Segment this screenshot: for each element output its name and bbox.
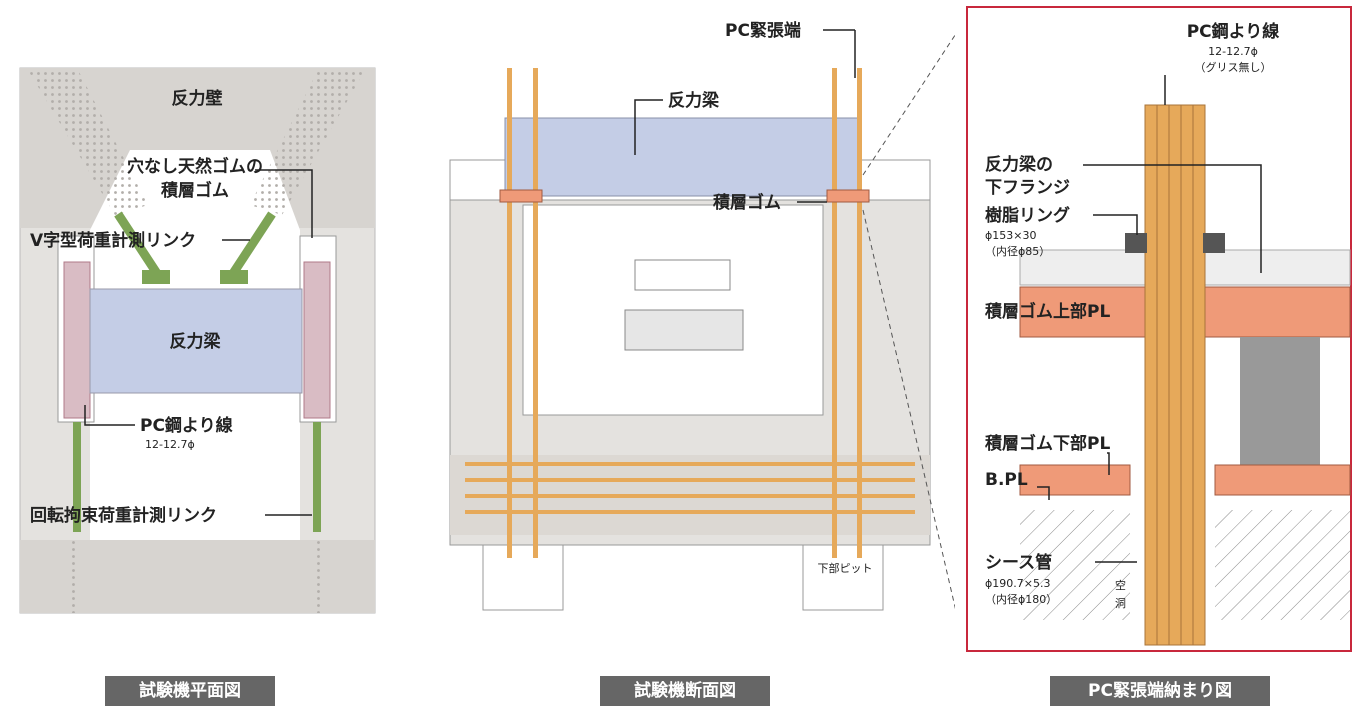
pit-right [802, 544, 884, 611]
detail-connector-bottom [862, 209, 955, 610]
leader-rubber [255, 169, 313, 238]
label-sheath: シース管 [985, 552, 1052, 573]
label-pit: 下部ピット [818, 561, 873, 575]
resin-ring-left [1125, 233, 1147, 253]
concrete-left [1020, 510, 1130, 620]
leader-flange [1083, 164, 1262, 273]
section-beam [504, 117, 861, 197]
rubber-right [826, 189, 870, 203]
rubber-pads-right [303, 261, 331, 419]
detail-connector-top [862, 34, 955, 176]
label-lower-pl: 積層ゴム下部PL [985, 433, 1110, 454]
section-drawing: PC緊張端 反力梁 積層ゴム 下部ピット [449, 20, 955, 611]
detail-drawing: PC鋼より線 12-12.7ϕ （グリス無し） 反力梁の 下フランジ 樹脂リング… [966, 6, 1352, 652]
pit-left [482, 544, 564, 611]
rot-link-left [73, 422, 81, 532]
v-link-left [114, 211, 162, 278]
h-strand-1 [465, 462, 915, 466]
label-detail-strand-spec: 12-12.7ϕ [1208, 45, 1258, 58]
label-ring-spec: ϕ153×30 [985, 229, 1036, 242]
lower-pl-left [1019, 464, 1131, 496]
v-link-right [228, 211, 276, 278]
strand-2 [533, 68, 538, 558]
label-ring-inner: （内径ϕ85） [985, 244, 1050, 258]
v-link-base-left [142, 270, 170, 284]
label-v-link: V字型荷重計測リンク [30, 230, 196, 251]
lower-pl-right [1214, 464, 1351, 496]
h-strand-3 [465, 494, 915, 498]
v-link-base-right [220, 270, 248, 284]
caption-detail: PC緊張端納まり図 [1050, 676, 1270, 706]
caption-plan: 試験機平面図 [105, 676, 275, 706]
label-rot-link: 回転拘束荷重計測リンク [30, 505, 217, 526]
label-upper-pl: 積層ゴム上部PL [985, 301, 1110, 322]
detail-view: PC鋼より線 12-12.7ϕ （グリス無し） 反力梁の 下フランジ 樹脂リング… [965, 5, 1353, 653]
plan-beam [89, 288, 303, 394]
plan-view: 反力壁 穴なし天然ゴムの 積層ゴム V字型荷重計測リンク 反力梁 PC鋼より線 … [0, 0, 400, 660]
h-strand-4 [465, 510, 915, 514]
rubber-pads-left [63, 261, 91, 419]
strand-4 [857, 68, 862, 558]
label-flange-line2: 下フランジ [985, 178, 1070, 198]
brace-right [250, 70, 365, 215]
label-section-beam: 反力梁 [668, 90, 720, 111]
label-void-1: 空 [1115, 578, 1126, 592]
leader-ring [1093, 214, 1138, 235]
leader-section-beam [634, 99, 663, 155]
leader-strand [84, 405, 135, 426]
h-strand-2 [465, 478, 915, 482]
rot-link-right [313, 422, 321, 532]
label-flange-line1: 反力梁の [985, 154, 1053, 175]
label-plan-strand-spec: 12-12.7ϕ [145, 438, 195, 451]
brace-left [28, 70, 148, 215]
label-sheath-spec: ϕ190.7×5.3 [985, 577, 1050, 590]
section-view: PC緊張端 反力梁 積層ゴム 下部ピット [435, 0, 955, 660]
resin-ring-right [1203, 233, 1225, 253]
loading-block [624, 309, 744, 351]
label-bpl: B.PL [985, 470, 1028, 490]
label-void-2: 洞 [1115, 597, 1126, 610]
leader-lower-pl [1107, 452, 1110, 475]
caption-section: 試験機断面図 [600, 676, 770, 706]
label-sheath-inner: （内径ϕ180） [985, 592, 1057, 606]
label-rubber-line1: 穴なし天然ゴムの [127, 156, 263, 177]
concrete-right [1215, 510, 1350, 620]
bottom-base [20, 540, 375, 613]
rubber-body [1240, 337, 1320, 465]
strand-3 [832, 68, 837, 558]
label-plan-strand: PC鋼より線 [140, 415, 233, 436]
strand-1 [507, 68, 512, 558]
tie-right [316, 540, 323, 613]
top-plate [634, 259, 731, 291]
label-no-grease: （グリス無し） [1195, 60, 1272, 74]
label-pc-end: PC緊張端 [725, 20, 801, 41]
label-reaction-wall: 反力壁 [172, 88, 223, 109]
label-plan-beam: 反力梁 [170, 331, 222, 352]
label-laminated-rubber: 積層ゴム [713, 192, 781, 213]
label-rubber-line2: 積層ゴム [161, 180, 229, 201]
label-detail-strand: PC鋼より線 [1187, 21, 1280, 42]
label-resin-ring: 樹脂リング [985, 205, 1070, 226]
rubber-left [499, 189, 543, 203]
tie-left [70, 540, 77, 613]
plan-drawing: 反力壁 穴なし天然ゴムの 積層ゴム V字型荷重計測リンク 反力梁 PC鋼より線 … [19, 67, 376, 614]
strand-bundle [1144, 104, 1206, 646]
leader-bpl [1037, 486, 1050, 500]
